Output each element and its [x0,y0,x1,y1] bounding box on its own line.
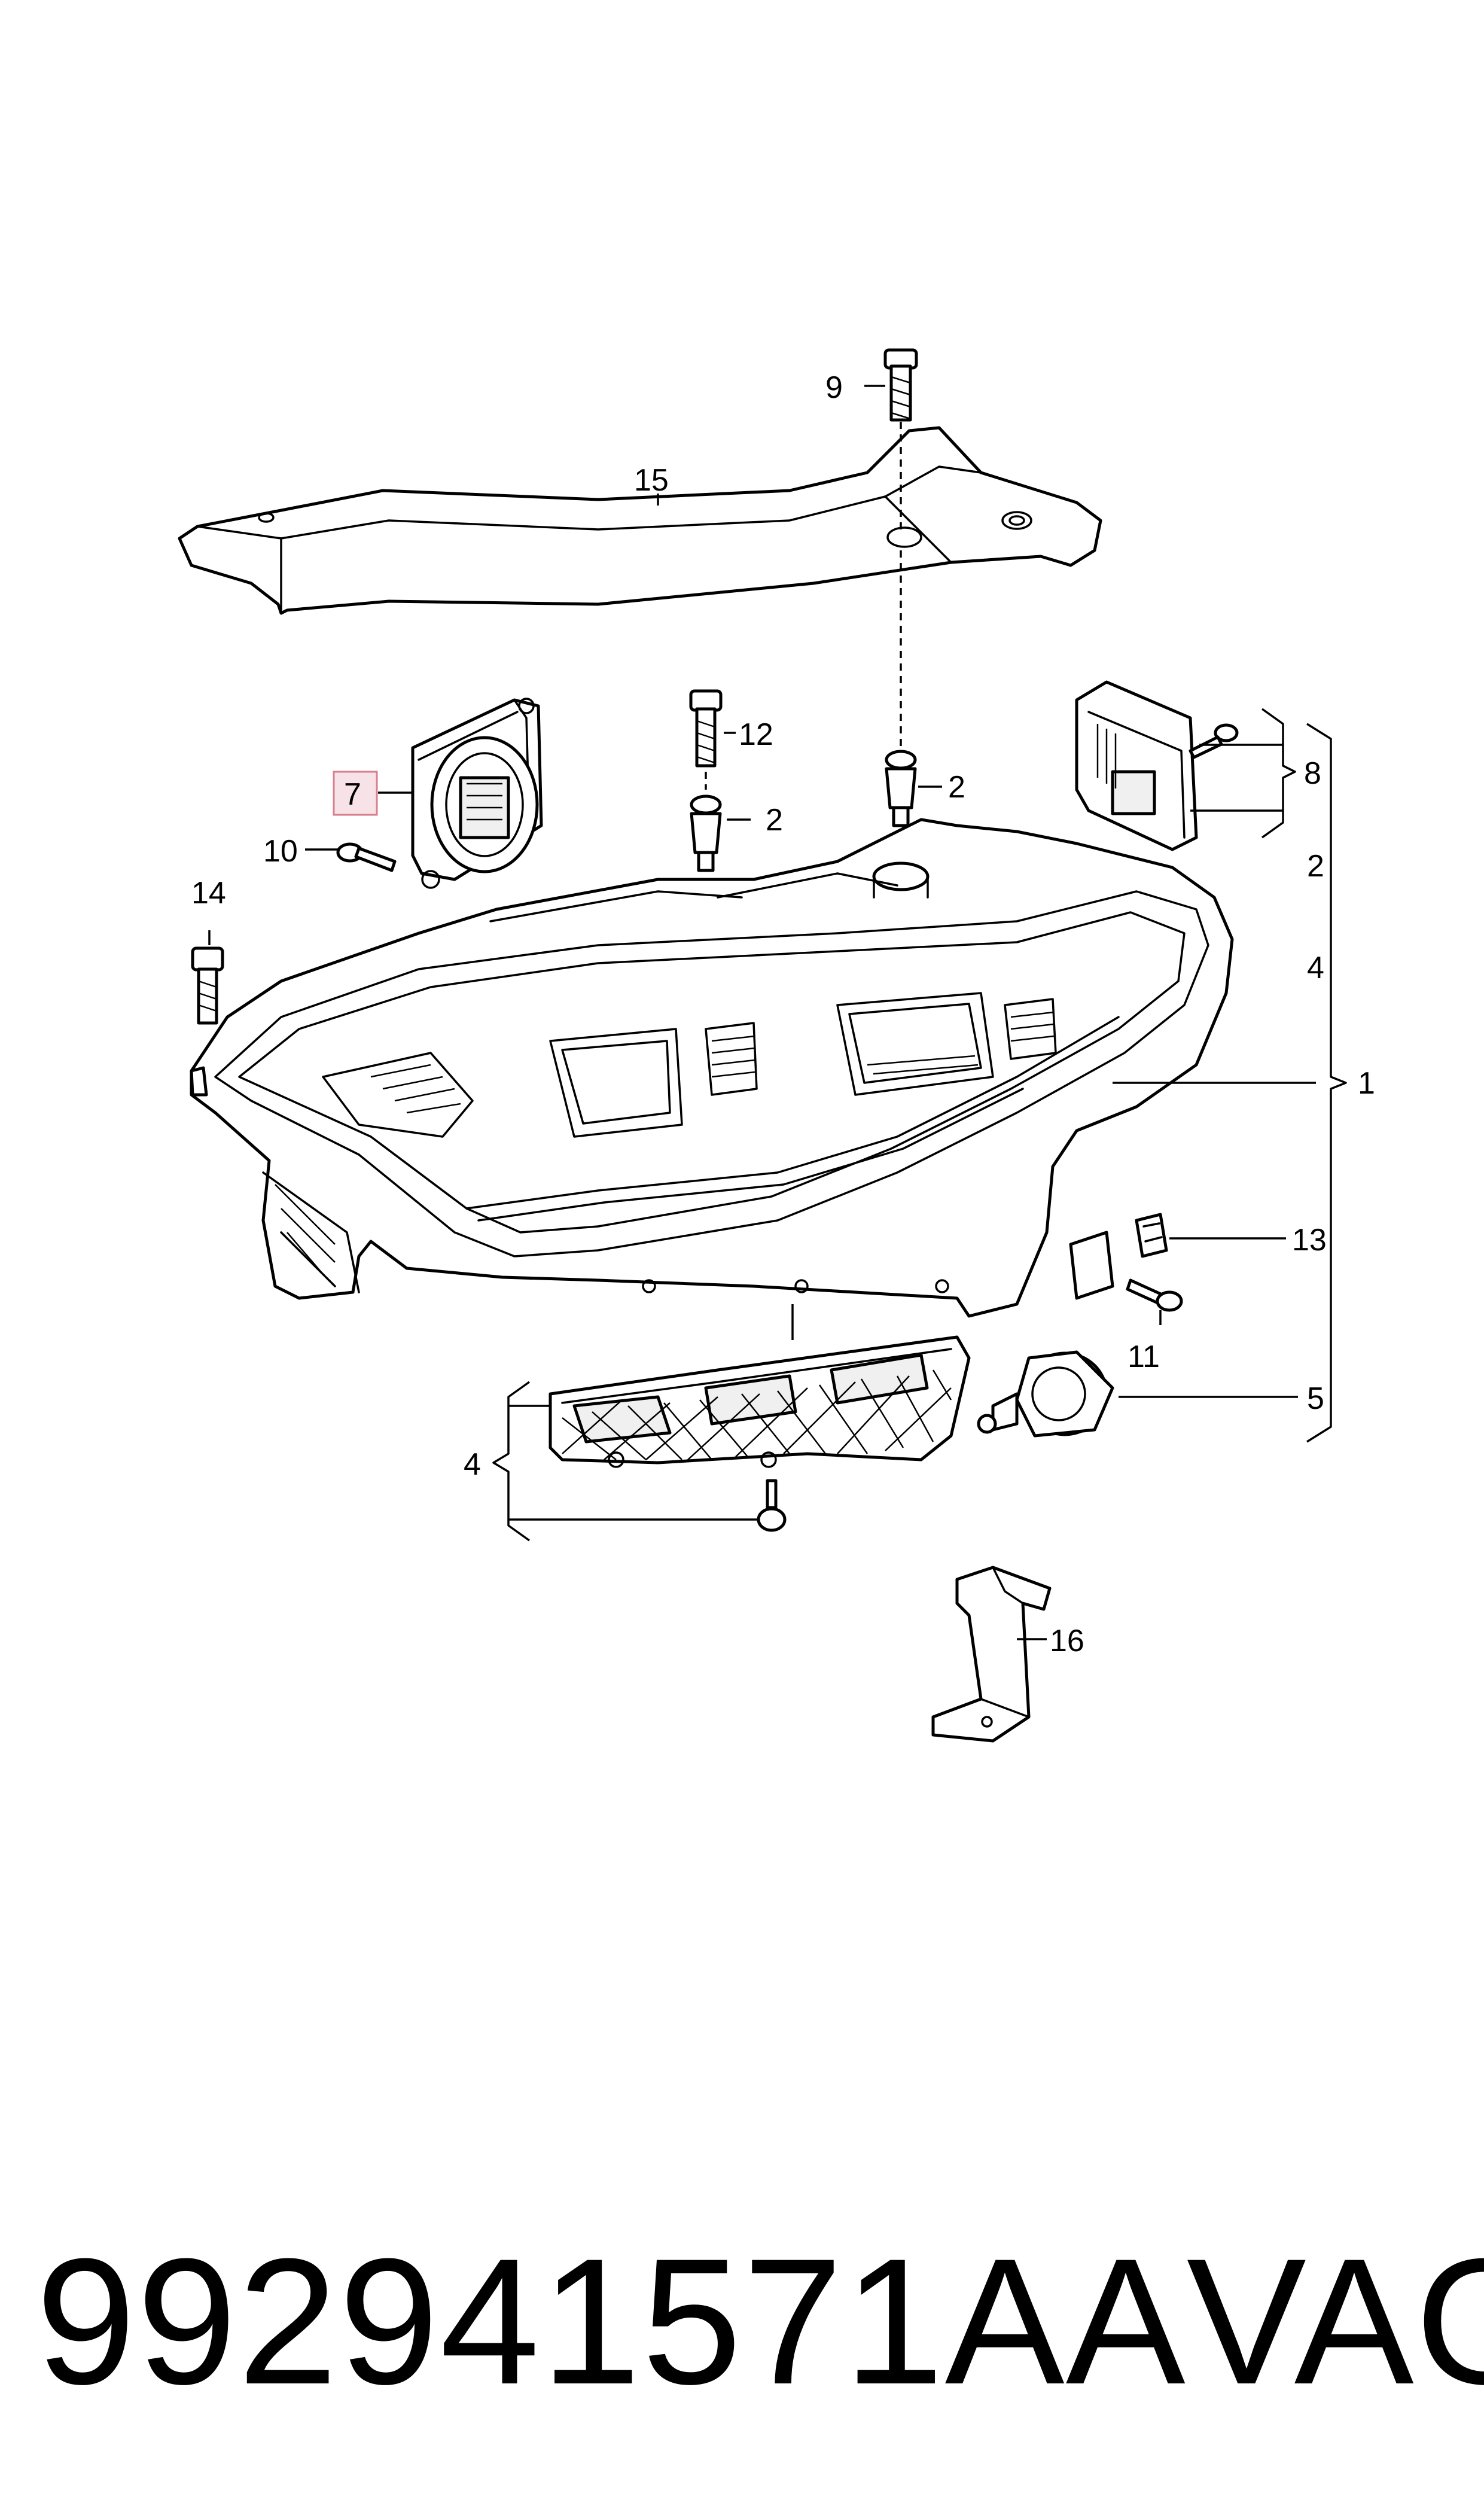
callout-2-center: 2 [766,803,783,838]
screw-10 [336,842,397,872]
brand-label: VAG [1186,2221,1484,2422]
leveling-motor-5 [977,1350,1114,1438]
bracket-16 [931,1566,1052,1743]
callout-7-highlight [333,771,378,816]
callout-8: 8 [1304,756,1321,791]
clip-2-right [885,750,917,827]
part-number: 992941571AA [36,2221,1187,2422]
callout-14: 14 [191,876,226,911]
callout-5: 5 [1307,1381,1324,1416]
mounting-bracket-15 [178,426,1102,615]
bolt-9 [883,348,918,422]
callout-11: 11 [1128,1339,1160,1374]
callout-16: 16 [1050,1624,1084,1658]
callout-7: 7 [344,777,361,812]
callout-2-right: 2 [948,770,965,805]
bolt-14 [191,946,224,1025]
control-unit-7 [411,698,543,889]
screw-4 [757,1479,787,1532]
clip-2-center [690,794,722,872]
callout-12: 12 [739,717,773,752]
screw-8 [1189,723,1239,759]
headlight-assembly-1 [190,818,1234,1318]
callout-13: 13 [1292,1223,1327,1258]
callout-15: 15 [634,463,669,498]
callout-9: 9 [825,370,843,405]
callout-4-side: 4 [1307,951,1324,985]
callout-2-side: 2 [1307,849,1324,884]
exploded-parts-diagram: 15 9 12 2 2 7 10 14 8 2 4 1 13 11 5 4 16 [178,348,1375,1743]
clip-13 [1135,1213,1168,1258]
screw-11 [1126,1278,1183,1312]
callout-10: 10 [263,834,298,869]
callout-1: 1 [1358,1066,1375,1101]
control-module-8 [1075,680,1198,851]
indicator-module-4 [548,1335,971,1468]
bolt-12 [689,689,723,768]
footer-caption: 992941571AA VAG [36,2213,1484,2429]
callout-4: 4 [464,1447,481,1482]
